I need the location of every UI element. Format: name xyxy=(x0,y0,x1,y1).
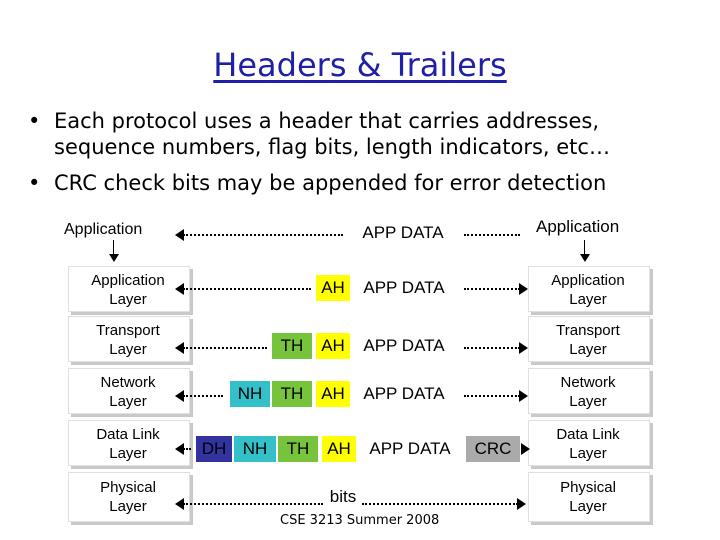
packet-nh: NH xyxy=(234,436,276,462)
packet-ah: AH xyxy=(322,436,356,462)
left-layer-application xyxy=(68,266,190,312)
bullet-item: CRC check bits may be appended for error… xyxy=(28,170,694,196)
page-title: Headers & Trailers xyxy=(213,46,507,84)
bits-label: bits xyxy=(329,487,357,506)
peer-arrow-left xyxy=(175,390,223,402)
packet-nh: NH xyxy=(230,381,270,407)
peer-arrow-right xyxy=(464,283,528,295)
right-layer-network xyxy=(528,368,650,414)
packet-ah: AH xyxy=(316,381,350,407)
packet-app-data: APP DATA xyxy=(348,220,458,246)
right-down-arrow xyxy=(580,240,590,262)
peer-arrow-left xyxy=(175,498,323,510)
packet-crc: CRC xyxy=(466,436,520,462)
packet-app-data: APP DATA xyxy=(350,275,458,301)
packet-dh: DH xyxy=(196,436,232,462)
left-layer-network xyxy=(68,368,190,414)
peer-arrow-right xyxy=(464,342,528,354)
footer-text: CSE 3213 Summer 2008 xyxy=(280,513,440,528)
peer-arrow-right xyxy=(464,234,520,236)
packet-app-data: APP DATA xyxy=(350,333,458,359)
peer-arrow-left xyxy=(175,229,343,241)
bullet-list: Each protocol uses a header that carries… xyxy=(28,108,694,206)
packet-th: TH xyxy=(272,381,312,407)
left-layer-physical xyxy=(68,472,190,522)
packet-th: TH xyxy=(272,333,312,359)
bullet-item: Each protocol uses a header that carries… xyxy=(28,108,694,160)
left-application-label: Application xyxy=(64,221,143,238)
peer-arrow-left xyxy=(175,283,311,295)
right-layer-application xyxy=(528,266,650,312)
left-layer-datalink xyxy=(68,420,190,466)
packet-ah: AH xyxy=(316,333,350,359)
peer-arrow-right xyxy=(362,498,526,510)
peer-arrow-right xyxy=(464,390,528,402)
peer-arrow-left xyxy=(175,443,191,455)
packet-th: TH xyxy=(278,436,318,462)
left-down-arrow xyxy=(109,240,119,262)
packet-ah: AH xyxy=(316,275,350,301)
packet-app-data: APP DATA xyxy=(350,381,458,407)
right-application-label: Application xyxy=(536,217,620,236)
peer-arrow-right xyxy=(521,443,530,455)
right-layer-transport xyxy=(528,316,650,362)
left-layer-transport xyxy=(68,316,190,362)
right-layer-physical xyxy=(528,472,650,522)
packet-app-data: APP DATA xyxy=(356,436,464,462)
peer-arrow-left xyxy=(175,342,267,354)
